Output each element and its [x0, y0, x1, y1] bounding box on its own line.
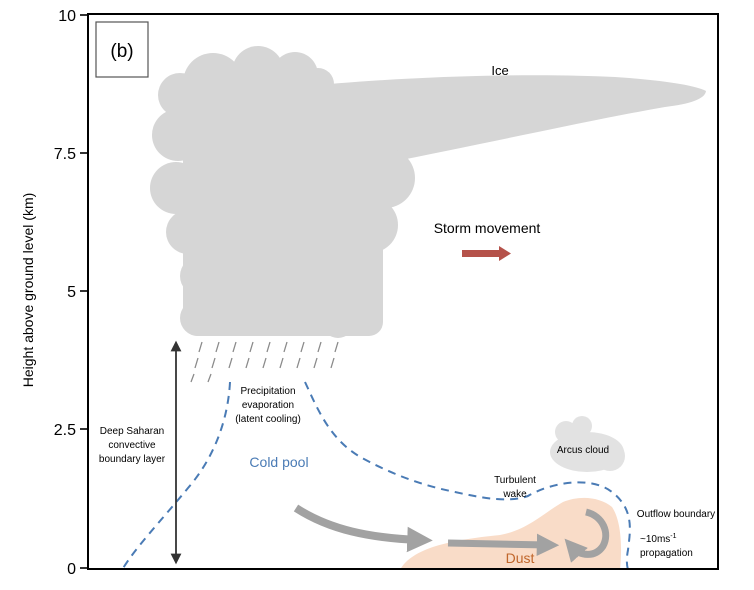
cold-pool-label: Cold pool	[249, 454, 308, 470]
y-tick-label: 5	[67, 284, 76, 301]
arcus-cloud-shape	[550, 416, 625, 472]
speed-unit-exponent: -1	[670, 533, 676, 540]
y-tick-label: 10	[58, 8, 76, 25]
storm-movement-label: Storm movement	[434, 220, 541, 236]
y-axis-label: Height above ground level (km)	[20, 193, 36, 388]
speed-value: ~10ms	[640, 534, 670, 545]
boundary-layer-label-line: convective	[108, 440, 156, 451]
panel-label-box	[95, 21, 149, 78]
boundary-layer-label-line: boundary layer	[99, 454, 166, 465]
dust-label: Dust	[506, 550, 535, 566]
ice-label: Ice	[491, 63, 508, 78]
storm-movement-arrow	[462, 246, 511, 261]
outflow-boundary-label: Outflow boundary	[637, 509, 715, 520]
speed-label: ~10ms-1	[640, 533, 677, 545]
turbulent-wake-label-line: wake	[502, 489, 527, 500]
precipitation-label-line: Precipitation	[240, 386, 295, 397]
y-tick-label: 2.5	[54, 422, 76, 439]
precipitation-label: Precipitation evaporation (latent coolin…	[235, 386, 301, 425]
turbulent-wake-label: Turbulent wake	[494, 475, 536, 500]
outflow-arrow-2	[447, 533, 560, 556]
precipitation-streaks	[190, 341, 339, 383]
boundary-layer-label-line: Deep Saharan	[100, 426, 165, 437]
outflow-curl-arrow	[564, 508, 610, 563]
cold-pool-boundary-right	[304, 381, 631, 571]
y-tick-label: 0	[67, 561, 76, 578]
propagation-label: propagation	[640, 548, 693, 559]
y-tick-label: 7.5	[54, 146, 76, 163]
panel-label: (b)	[110, 41, 133, 62]
precipitation-label-line: evaporation	[242, 400, 294, 411]
arcus-cloud-label: Arcus cloud	[557, 445, 609, 456]
boundary-layer-label: Deep Saharan convective boundary layer	[99, 426, 166, 465]
outflow-arrow-1	[293, 504, 433, 553]
y-tick-marks	[80, 14, 88, 569]
precipitation-label-line: (latent cooling)	[235, 414, 301, 425]
cumulonimbus-cloud	[150, 46, 415, 338]
cold-pool-boundary-left	[121, 381, 231, 571]
turbulent-wake-label-line: Turbulent	[494, 475, 536, 486]
ice-anvil	[300, 75, 706, 168]
